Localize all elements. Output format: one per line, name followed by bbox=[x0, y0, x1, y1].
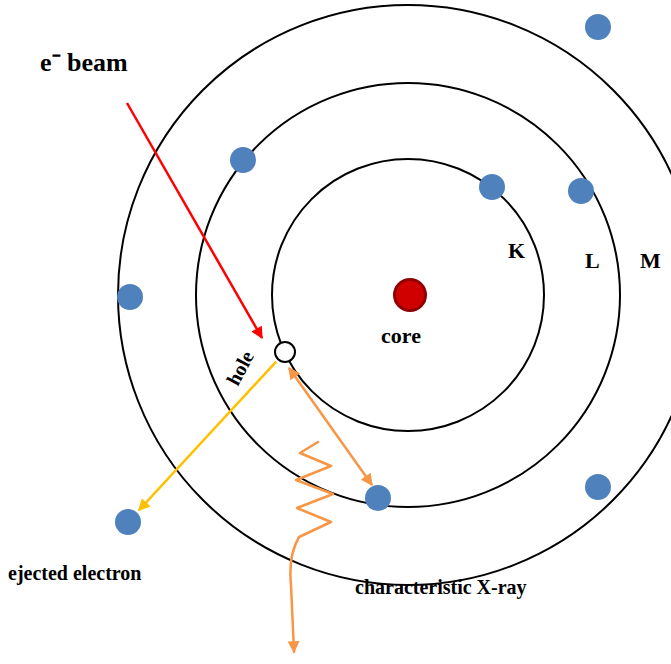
xray-wave bbox=[290, 442, 333, 652]
xray-label: characteristic X-ray bbox=[355, 577, 527, 597]
node-circle bbox=[275, 342, 295, 362]
node-circle bbox=[395, 280, 426, 311]
electron bbox=[230, 147, 256, 173]
k-shell bbox=[272, 159, 544, 431]
electron bbox=[568, 178, 594, 204]
ejected-electron: ejected electron bbox=[115, 509, 141, 535]
core-nucleus: core bbox=[393, 278, 427, 312]
shell-label: M bbox=[640, 250, 661, 272]
core-label: core bbox=[381, 325, 421, 347]
electron bbox=[585, 474, 611, 500]
ejected-label: ejected electron bbox=[8, 563, 141, 583]
beam-arrow bbox=[127, 103, 262, 338]
electron bbox=[479, 174, 505, 200]
electron bbox=[117, 284, 143, 310]
node-shape bbox=[393, 278, 427, 312]
beam-label: e⁻ beam bbox=[40, 50, 128, 76]
node-circle bbox=[115, 509, 141, 535]
electron bbox=[585, 14, 611, 40]
m-shell bbox=[118, 5, 671, 585]
connector-arrow bbox=[139, 362, 276, 511]
hole-vacancy: hole bbox=[274, 341, 296, 363]
shell-label: L bbox=[585, 250, 600, 272]
electron bbox=[365, 485, 391, 511]
hole-label: hole bbox=[223, 348, 257, 389]
node-shape bbox=[115, 509, 141, 535]
l-shell bbox=[196, 83, 620, 507]
shell-label: K bbox=[508, 240, 525, 262]
node-shape bbox=[274, 341, 296, 363]
